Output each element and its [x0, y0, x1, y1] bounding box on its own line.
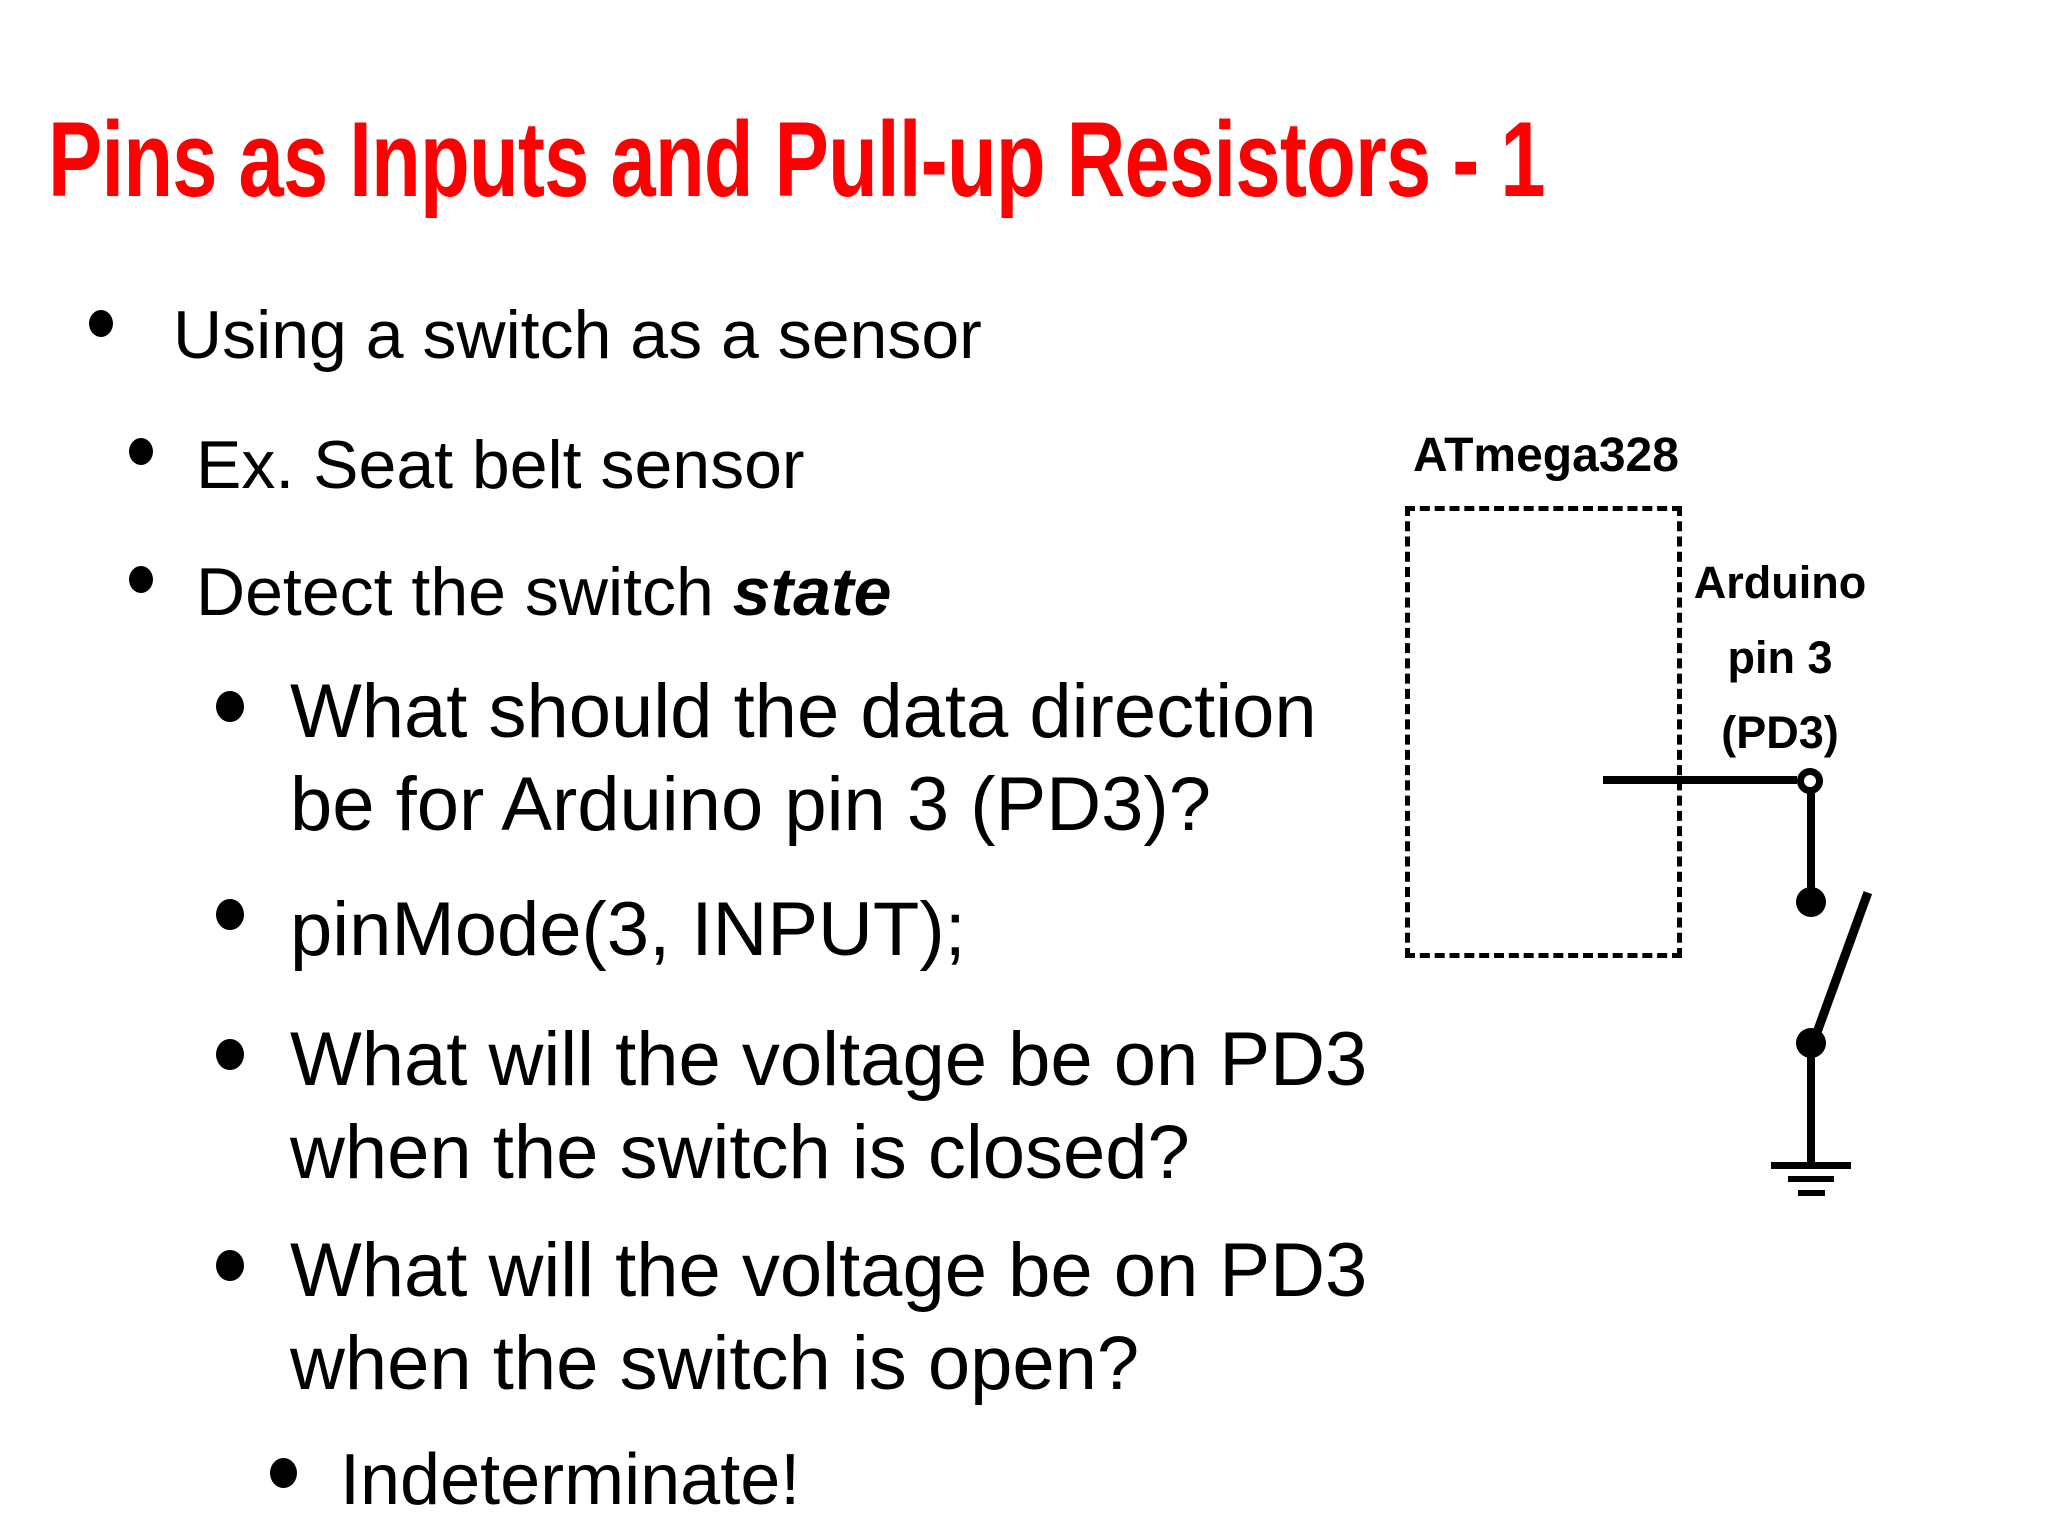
bullet-line: when the switch is closed?: [290, 1110, 1190, 1195]
chip-label: ATmega328: [1413, 429, 1679, 482]
bullet-indeterminate: Indeterminate!: [340, 1440, 801, 1520]
bullet-line: What should the data direction: [290, 669, 1317, 754]
bullet-dot: [129, 438, 153, 465]
bullet-seat-belt: Ex. Seat belt sensor: [196, 427, 805, 503]
switch-wire-lower: [1807, 1043, 1815, 1167]
atmega328-dashed-box: [1405, 506, 1682, 958]
pin-label-line: pin 3: [1727, 632, 1833, 683]
ground-bar-top: [1771, 1162, 1851, 1169]
pin-label-line: Arduino: [1693, 557, 1867, 608]
bullet-detect-state-emphasis: state: [732, 554, 892, 630]
bullet-using-switch: Using a switch as a sensor: [173, 297, 982, 373]
bullet-dot: [270, 1458, 297, 1488]
bullet-line: What will the voltage be on PD3: [290, 1017, 1368, 1102]
bullet-dot: [216, 899, 244, 930]
bullet-dot: [216, 691, 244, 722]
bullet-detect-state-text: Detect the switch: [196, 554, 733, 630]
bullet-data-direction: What should the data direction be for Ar…: [290, 665, 1317, 851]
bullet-line: when the switch is open?: [290, 1321, 1140, 1406]
bullet-dot: [89, 310, 113, 337]
switch-wire-upper: [1807, 792, 1815, 904]
ground-bar-middle: [1788, 1176, 1834, 1182]
bullet-dot: [216, 1039, 244, 1070]
pin-label: Arduino pin 3 (PD3): [1672, 545, 1888, 770]
slide-title: Pins as Inputs and Pull-up Resistors - 1: [48, 99, 1546, 219]
pin-wire-horizontal: [1603, 776, 1797, 784]
bullet-voltage-open: What will the voltage be on PD3 when the…: [290, 1224, 1367, 1410]
pin-label-line: (PD3): [1721, 707, 1839, 758]
bullet-line: pinMode(3, INPUT);: [290, 887, 966, 972]
bullet-voltage-closed: What will the voltage be on PD3 when the…: [290, 1013, 1367, 1199]
ground-bar-bottom: [1798, 1190, 1825, 1196]
bullet-line: What will the voltage be on PD3: [290, 1228, 1368, 1313]
bullet-detect-state: Detect the switch state: [196, 558, 891, 626]
pin-terminal-circle-icon: [1797, 768, 1823, 794]
switch-contact-upper-icon: [1796, 887, 1826, 917]
bullet-dot: [129, 566, 153, 593]
bullet-line: be for Arduino pin 3 (PD3)?: [290, 762, 1211, 847]
bullet-dot: [216, 1250, 244, 1281]
bullet-pinmode: pinMode(3, INPUT);: [290, 883, 966, 976]
